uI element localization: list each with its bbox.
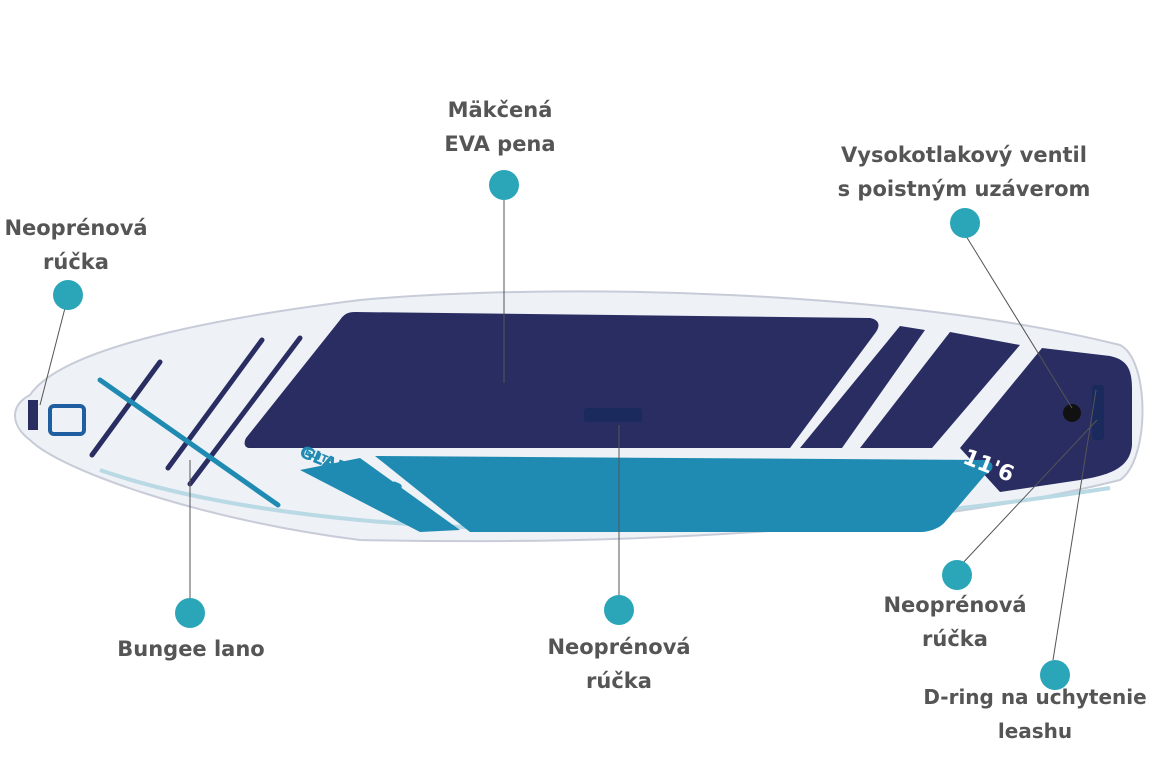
tail-handle-label-line2: rúčka	[922, 627, 988, 651]
nose-handle-marker-dot	[53, 280, 83, 310]
center-handle-marker-dot	[604, 595, 634, 625]
tail-handle-marker-dot	[942, 560, 972, 590]
deck-pad-main	[244, 312, 879, 448]
dring-label: D-ring na uchytenie leashu	[920, 680, 1150, 748]
center-handle-label-line1: Neoprénová	[547, 635, 691, 659]
brand-logo-nose	[28, 400, 86, 436]
valve-label-line1: Vysokotlakový ventil	[841, 143, 1087, 167]
center-handle-strap	[584, 408, 642, 422]
tail-handle-label-line1: Neoprénová	[883, 593, 1027, 617]
nose-handle-label-line1: Neoprénová	[4, 216, 148, 240]
eva-label: Mäkčená EVA pena	[400, 93, 600, 161]
tail-handle-strap	[1092, 385, 1104, 440]
dring-marker-dot	[1040, 660, 1070, 690]
bungee-marker-dot	[175, 598, 205, 628]
dring-label-line1: D-ring na uchytenie	[923, 685, 1147, 709]
tail-handle-label: Neoprénová rúčka	[866, 588, 1044, 656]
eva-label-line2: EVA pena	[444, 132, 556, 156]
center-handle-label: Neoprénová rúčka	[530, 630, 708, 698]
deck-pad-strip-1	[800, 326, 925, 448]
bungee-label-line1: Bungee lano	[117, 637, 265, 661]
valve-cap	[1063, 404, 1081, 422]
eva-marker-dot	[489, 170, 519, 200]
bungee-label: Bungee lano	[100, 632, 282, 666]
deck-pad-teal-small	[300, 458, 460, 532]
deck-pad-tail	[960, 348, 1132, 492]
valve-marker-dot	[950, 208, 980, 238]
nose-handle-label: Neoprénová rúčka	[0, 211, 152, 279]
bungee-cords	[89, 335, 303, 508]
deck-pad-strip-2	[860, 332, 1020, 448]
dring-label-line2: leashu	[997, 719, 1073, 743]
leader-lines	[39, 198, 1098, 661]
nose-handle-label-line2: rúčka	[43, 250, 109, 274]
valve-label: Vysokotlakový ventil s poistným uzáverom	[823, 138, 1105, 206]
center-handle-label-line2: rúčka	[586, 669, 652, 693]
deck-pad-teal	[375, 456, 993, 532]
valve-label-line2: s poistným uzáverom	[837, 177, 1091, 201]
eva-label-line1: Mäkčená	[447, 98, 553, 122]
